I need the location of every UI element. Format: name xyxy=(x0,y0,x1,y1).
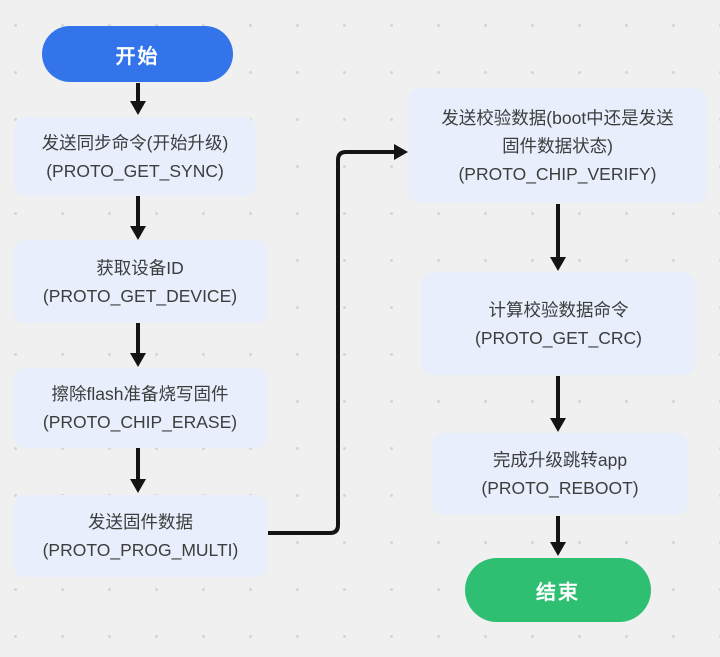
node-prog-multi-line2: (PROTO_PROG_MULTI) xyxy=(42,540,239,560)
node-send-sync-line2: (PROTO_GET_SYNC) xyxy=(46,160,224,181)
arrow-reboot-to-end xyxy=(550,516,566,556)
node-send-sync-line1: 发送同步命令(开始升级) xyxy=(41,132,229,153)
node-get-device: 获取设备ID (PROTO_GET_DEVICE) xyxy=(13,240,267,323)
arrow-sync-to-device xyxy=(130,196,146,240)
arrow-crc-to-reboot xyxy=(550,376,566,432)
node-prog-multi: 发送固件数据 (PROTO_PROG_MULTI) xyxy=(13,495,268,577)
node-chip-erase: 擦除flash准备烧写固件 (PROTO_CHIP_ERASE) xyxy=(13,368,267,448)
node-get-device-line2: (PROTO_GET_DEVICE) xyxy=(42,285,238,306)
node-get-crc-line2: (PROTO_GET_CRC) xyxy=(475,327,642,348)
node-get-crc: 计算校验数据命令 (PROTO_GET_CRC) xyxy=(422,272,695,375)
node-chip-verify: 发送校验数据(boot中还是发送 固件数据状态) (PROTO_CHIP_VER… xyxy=(408,88,707,203)
arrow-start-to-sync xyxy=(130,83,146,115)
node-reboot-line1: 完成升级跳转app xyxy=(492,450,628,470)
arrow-erase-to-prog xyxy=(130,448,146,493)
node-send-sync: 发送同步命令(开始升级) (PROTO_GET_SYNC) xyxy=(14,117,256,196)
node-chip-verify-line2: 固件数据状态) xyxy=(502,135,613,156)
node-start-label: 开始 xyxy=(115,45,160,68)
node-chip-verify-line1: 发送校验数据(boot中还是发送 xyxy=(441,107,674,128)
arrow-device-to-erase xyxy=(130,323,146,367)
node-chip-erase-line1: 擦除flash准备烧写固件 xyxy=(51,384,229,404)
arrow-verify-to-crc xyxy=(550,204,566,271)
arrow-prog-to-verify xyxy=(268,144,408,535)
node-reboot: 完成升级跳转app (PROTO_REBOOT) xyxy=(432,433,688,515)
node-chip-erase-line2: (PROTO_CHIP_ERASE) xyxy=(42,412,238,432)
node-start: 开始 xyxy=(42,26,233,82)
node-get-crc-line1: 计算校验数据命令 xyxy=(488,299,629,320)
node-get-device-line1: 获取设备ID xyxy=(96,257,184,278)
node-reboot-line2: (PROTO_REBOOT) xyxy=(481,478,639,498)
node-chip-verify-line3: (PROTO_CHIP_VERIFY) xyxy=(458,163,657,184)
node-end-label: 结束 xyxy=(536,581,580,604)
node-end: 结束 xyxy=(465,558,651,622)
node-prog-multi-line1: 发送固件数据 xyxy=(88,512,193,532)
